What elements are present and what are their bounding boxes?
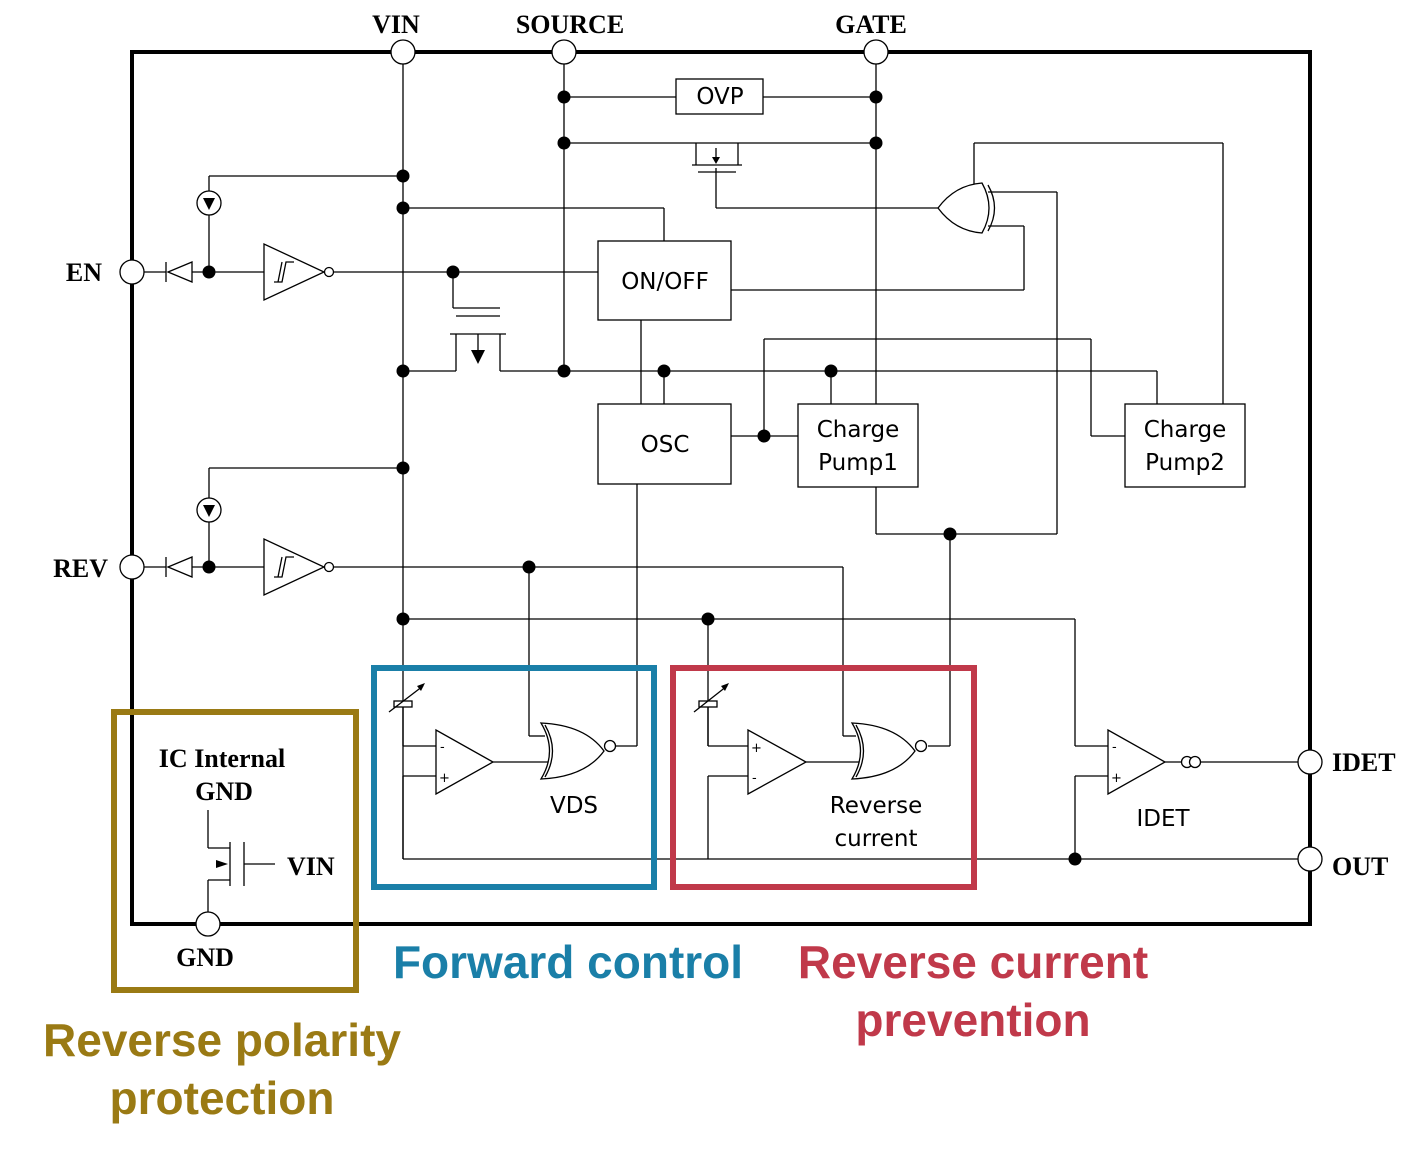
rev-diode-icon: [165, 556, 193, 578]
junction-dots: [202, 90, 1082, 866]
top-transistor-icon: [692, 143, 742, 173]
osc-label: OSC: [641, 432, 690, 458]
reverse-current-label-line2: current: [835, 826, 918, 852]
svg-text:-: -: [440, 740, 445, 755]
idet-pin: [1297, 749, 1323, 775]
charge-pump2-label-line2: Pump2: [1145, 450, 1225, 476]
forward-control-label: Forward control: [393, 936, 743, 988]
enable-transistor-icon: [450, 315, 506, 371]
out-pin-label: OUT: [1332, 852, 1388, 881]
ovp-label: OVP: [696, 84, 743, 110]
idet-current-source-icon: [1180, 755, 1202, 769]
en-schmitt-buffer-icon: [263, 242, 335, 302]
svg-text:+: +: [439, 771, 450, 786]
reverse-polarity-label-line1: Reverse polarity: [43, 1014, 401, 1066]
charge-pump1-label-line2: Pump1: [818, 450, 898, 476]
reverse-nor-gate-back-icon: [855, 724, 865, 778]
vin-pin-label: VIN: [372, 10, 420, 39]
vds-nor-gate-back-icon: [544, 724, 554, 778]
rev-current-source-icon: [196, 497, 222, 523]
vin-pin: [390, 39, 416, 65]
source-pin-label: SOURCE: [516, 10, 624, 39]
vds-nor-bubble-icon: [603, 739, 617, 753]
or-gate-back-icon: [987, 184, 996, 232]
on-off-label: ON/OFF: [621, 269, 709, 295]
vds-label: VDS: [550, 793, 598, 819]
idet-pin-label: IDET: [1332, 748, 1396, 777]
svg-text:+: +: [1111, 771, 1122, 786]
vds-nor-gate-icon: [539, 722, 605, 780]
internal-gnd-vin-label: VIN: [287, 852, 335, 881]
on-off-block: [597, 240, 732, 321]
forward-control-region: [371, 665, 657, 890]
en-diode-icon: [165, 261, 193, 283]
idet-comparator-icon: - +: [1107, 728, 1167, 796]
charge-pump2-label-line1: Charge: [1144, 417, 1227, 443]
gate-pin: [863, 39, 889, 65]
gnd-transistor-icon: [216, 842, 245, 886]
reverse-nor-bubble-icon: [914, 739, 928, 753]
reverse-polarity-region: [111, 709, 359, 993]
rev-pin-label: REV: [53, 554, 108, 583]
reverse-nor-gate-icon: [850, 722, 916, 780]
charge-pump1-block: [797, 403, 919, 488]
reverse-current-prevention-label-line2: prevention: [855, 994, 1090, 1046]
internal-gnd-title-line1: IC Internal: [159, 744, 285, 773]
source-pin: [551, 39, 577, 65]
out-pin: [1297, 846, 1323, 872]
rev-pin: [119, 554, 145, 580]
rev-schmitt-buffer-icon: [263, 537, 335, 597]
en-pin-label: EN: [66, 258, 102, 287]
wires: [144, 63, 1298, 913]
vds-comparator-icon: - +: [435, 728, 495, 796]
reverse-current-label-line1: Reverse: [830, 793, 922, 819]
gnd-pin: [195, 911, 221, 937]
reverse-polarity-label-line2: protection: [110, 1072, 335, 1124]
ovp-block: [675, 78, 764, 115]
gnd-pin-label: GND: [176, 943, 234, 972]
svg-text:+: +: [751, 741, 762, 756]
svg-text:-: -: [1112, 740, 1117, 755]
charge-pump2-block: [1124, 403, 1246, 488]
or-gate-icon: [937, 182, 990, 234]
internal-gnd-title-line2: GND: [195, 777, 253, 806]
charge-pump1-label-line1: Charge: [817, 417, 900, 443]
osc-block: [597, 403, 732, 485]
gate-pin-label: GATE: [835, 10, 907, 39]
reverse-variable-reference-icon: [693, 683, 729, 746]
en-pin: [119, 259, 145, 285]
reverse-comparator-icon: + -: [747, 728, 808, 796]
idet-block-label: IDET: [1136, 806, 1190, 832]
en-current-source-icon: [196, 190, 222, 216]
reverse-current-region: [670, 665, 977, 890]
svg-text:-: -: [752, 771, 757, 786]
reverse-current-prevention-label-line1: Reverse current: [798, 936, 1148, 988]
vds-variable-reference-icon: [388, 683, 425, 746]
ic-frame: [130, 50, 1312, 926]
